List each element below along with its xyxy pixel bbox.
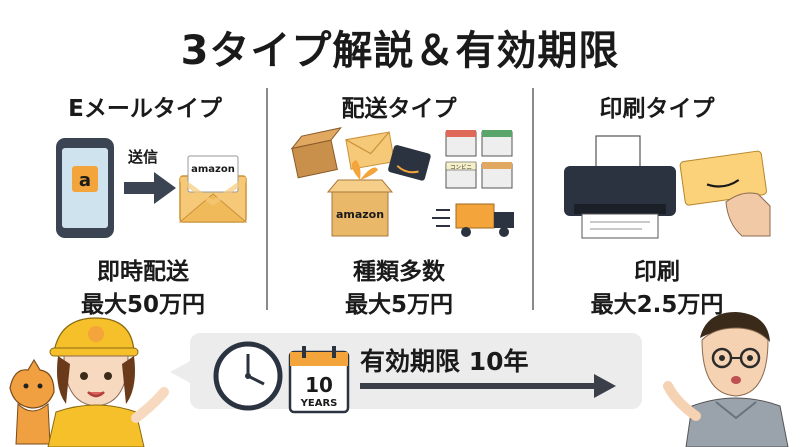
email-type-illustration: a amazon (56, 138, 248, 238)
envelope-icon (345, 131, 395, 170)
delivery-feature-text: 種類多数 (353, 259, 445, 285)
gift-card-icon (388, 145, 431, 181)
timeline-arrow (360, 383, 596, 389)
clock-icon (213, 341, 283, 411)
man-with-glasses-illustration (663, 312, 789, 447)
convenience-store-label: コンビニ (450, 163, 472, 171)
print-type-illustration (564, 135, 771, 239)
gift-card-icon (679, 150, 767, 206)
calendar-unit: YEARS (300, 398, 338, 409)
calendar-number: 10 (305, 373, 333, 397)
delivery-truck-icon (432, 203, 514, 237)
speech-bubble-tail (170, 360, 192, 384)
column-heading-email: Eメールタイプ (68, 96, 222, 122)
column-heading-print: 印刷タイプ (599, 96, 715, 122)
girl-avatar (47, 317, 169, 447)
send-label: 送信 (128, 148, 159, 166)
print-feature-text: 印刷 (634, 259, 680, 285)
box-brand-text: amazon (336, 208, 384, 221)
hand-icon (725, 192, 771, 237)
fox-icon (9, 358, 55, 445)
arrow-right-icon (154, 172, 176, 204)
column-heading-delivery: 配送タイプ (341, 96, 457, 122)
envelope-brand-text: amazon (191, 164, 235, 175)
delivery-max-amount: 最大5万円 (344, 292, 453, 318)
validity-icons: 10 YEARS (213, 341, 350, 414)
print-max-amount: 最大2.5万円 (590, 292, 724, 318)
page-title: 3タイプ解説＆有効期限 (180, 28, 620, 74)
column-divider (266, 88, 268, 310)
calendar-icon (288, 346, 350, 414)
package-icon (290, 127, 342, 179)
arrow-right-icon (594, 374, 616, 398)
printer-icon (564, 135, 676, 239)
girl-with-fox-illustration (9, 317, 169, 447)
column-divider (532, 88, 534, 310)
email-max-amount: 最大50万円 (80, 292, 205, 318)
gift-box-icon (326, 160, 394, 237)
envelope-icon (178, 155, 248, 223)
delivery-type-illustration: amazon コンビニ (290, 127, 514, 237)
store-icon (445, 130, 513, 189)
svg-text:a: a (79, 170, 91, 191)
validity-text: 有効期限 10年 (360, 347, 529, 376)
man-avatar (663, 312, 789, 447)
email-feature-text: 即時配送 (97, 259, 189, 285)
